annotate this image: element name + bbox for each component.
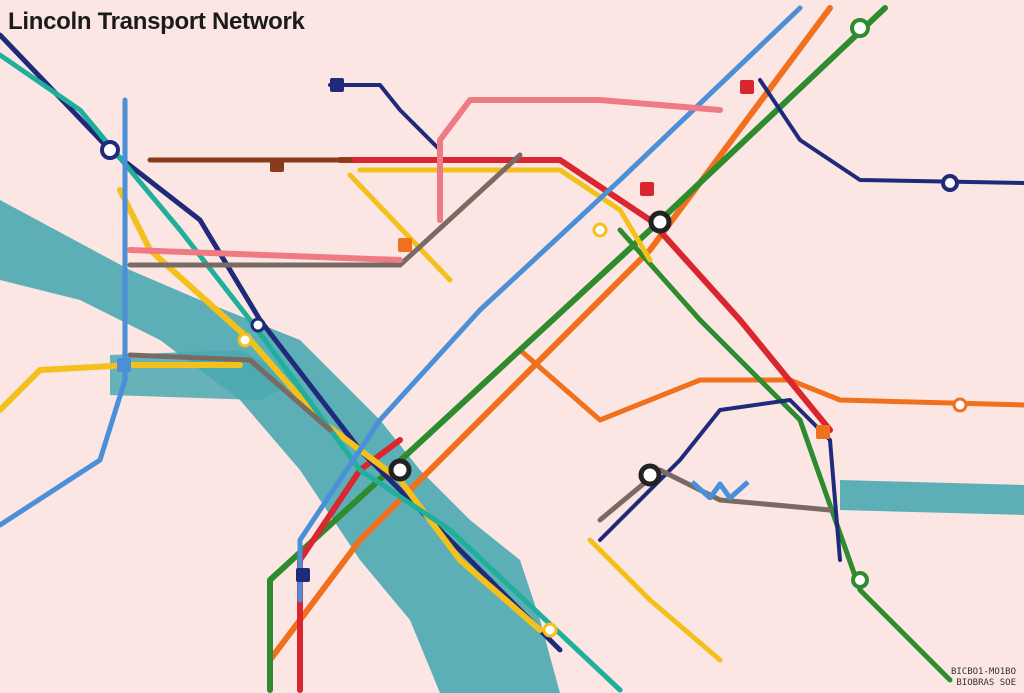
bus-icon (740, 80, 754, 94)
teal-line[interactable] (0, 52, 623, 693)
pink-line[interactable] (127, 97, 723, 263)
green-line-south[interactable] (617, 227, 953, 683)
train-icon (296, 568, 310, 582)
bus-icon (816, 425, 830, 439)
bus-icon (270, 158, 284, 172)
orange-line[interactable] (267, 5, 833, 663)
river-branch-east (840, 480, 1024, 515)
gray-line[interactable] (127, 152, 833, 523)
orange-line-east[interactable] (517, 347, 1024, 423)
station[interactable] (941, 174, 959, 192)
station[interactable] (638, 463, 662, 487)
compass-icon (690, 480, 750, 500)
station[interactable] (952, 397, 968, 413)
bus-icon (330, 78, 344, 92)
map-footer: BICBO1-MO1BO BIOBRAS SOE (951, 667, 1016, 689)
green-line[interactable] (267, 5, 888, 693)
station[interactable] (237, 332, 253, 348)
yellow-line-east[interactable] (347, 167, 723, 663)
station[interactable] (542, 622, 558, 638)
station[interactable] (592, 222, 608, 238)
station[interactable] (250, 317, 266, 333)
map-title: Lincoln Transport Network (8, 8, 305, 35)
river (0, 200, 560, 693)
station[interactable] (100, 140, 120, 160)
bus-icon (117, 358, 131, 372)
station[interactable] (850, 18, 870, 38)
station[interactable] (388, 458, 412, 482)
footer-line-1: BICBO1-MO1BO (950, 667, 1016, 677)
blue-line[interactable] (0, 5, 803, 603)
station[interactable] (851, 571, 869, 589)
bus-icon (398, 238, 412, 252)
footer-line-2: BIOBRAS SOE (956, 678, 1016, 688)
station[interactable] (648, 210, 672, 234)
navy-loop[interactable] (328, 83, 442, 152)
train-icon (640, 182, 654, 196)
